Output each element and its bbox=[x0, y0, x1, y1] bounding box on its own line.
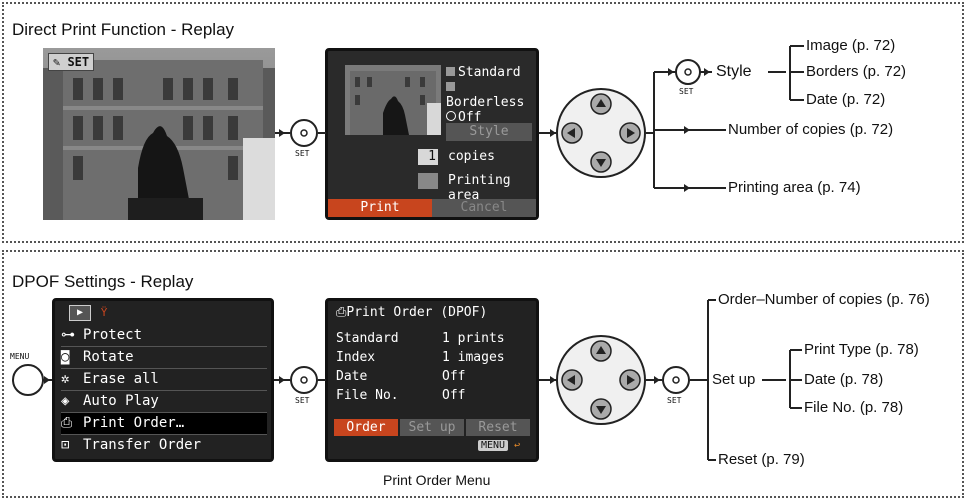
set-up-label: Set up bbox=[712, 371, 756, 388]
print-type-label: Print Type (p. 78) bbox=[804, 341, 919, 358]
dpad-icon bbox=[556, 335, 646, 425]
print-thumbnail bbox=[345, 65, 441, 135]
set-caption: SET bbox=[295, 396, 310, 405]
order-row: File No.Off bbox=[336, 388, 466, 403]
clock-icon bbox=[446, 111, 456, 121]
reset-button[interactable]: Reset bbox=[466, 419, 530, 436]
menu-item-erase-all[interactable]: ✲Erase all bbox=[61, 369, 267, 391]
set-caption: SET bbox=[295, 149, 310, 158]
replay-menu-screen: ▶ Ϋ ⊶Protect ◙Rotate ✲Erase all ◈Auto Pl… bbox=[52, 298, 274, 462]
style-item-date-off[interactable]: Off bbox=[446, 110, 536, 125]
menu-item-rotate[interactable]: ◙Rotate bbox=[61, 347, 267, 369]
print-order-title: Print Order (DPOF) bbox=[346, 305, 488, 320]
file-no-label: File No. (p. 78) bbox=[804, 399, 904, 416]
order-copies-label: Order–Number of copies (p. 76) bbox=[718, 291, 930, 308]
set-badge: ✎ SET bbox=[48, 53, 95, 71]
menu-item-transfer-order[interactable]: ⊡Transfer Order bbox=[61, 435, 267, 456]
print-order-menu-caption: Print Order Menu bbox=[383, 472, 491, 488]
copies-field[interactable]: 1 bbox=[418, 149, 438, 165]
order-button[interactable]: Order bbox=[334, 419, 398, 436]
borders-label: Borders (p. 72) bbox=[806, 63, 907, 80]
print-button[interactable]: Print bbox=[328, 199, 432, 217]
dpof-section bbox=[2, 250, 964, 498]
style-label: Style bbox=[716, 63, 752, 80]
date-label: Date (p. 72) bbox=[806, 91, 886, 108]
replay-tab-icon[interactable]: ▶ bbox=[69, 305, 91, 321]
set-button-icon bbox=[290, 119, 318, 147]
erase-icon: ✲ bbox=[61, 371, 70, 387]
set-caption: SET bbox=[667, 396, 682, 405]
cancel-button[interactable]: Cancel bbox=[432, 199, 536, 217]
printer-icon: ⎙ bbox=[336, 305, 347, 320]
print-settings-screen: Standard Borderless Off Style 1 copies P… bbox=[325, 48, 539, 220]
style-item-borderless[interactable]: Borderless bbox=[446, 80, 536, 110]
replay-photo: ✎ SET bbox=[43, 48, 275, 220]
direct-print-section bbox=[2, 2, 964, 243]
printing-area-link: Printing area (p. 74) bbox=[728, 179, 861, 196]
tools-tab-icon[interactable]: Ϋ bbox=[100, 306, 108, 319]
style-button[interactable]: Style bbox=[446, 123, 532, 141]
set-button-icon bbox=[675, 59, 701, 85]
set-button-icon bbox=[290, 366, 318, 394]
reset-label: Reset (p. 79) bbox=[718, 451, 805, 468]
set-button-icon bbox=[662, 366, 690, 394]
dpad-icon bbox=[556, 88, 646, 178]
direct-print-title: Direct Print Function - Replay bbox=[12, 20, 235, 39]
image-label: Image (p. 72) bbox=[806, 37, 896, 54]
set-up-button[interactable]: Set up bbox=[400, 419, 464, 436]
rotate-icon: ◙ bbox=[61, 349, 70, 365]
auto-play-icon: ◈ bbox=[61, 393, 70, 409]
style-item-standard[interactable]: Standard bbox=[446, 65, 536, 80]
number-of-copies-label: Number of copies (p. 72) bbox=[728, 121, 894, 138]
menu-item-protect[interactable]: ⊶Protect bbox=[61, 325, 267, 347]
key-icon: ⊶ bbox=[61, 327, 75, 343]
printing-area-icon bbox=[418, 173, 438, 189]
back-icon: ↩ bbox=[514, 440, 521, 451]
menu-item-print-order[interactable]: ⎙Print Order… bbox=[61, 413, 267, 435]
set-caption: SET bbox=[679, 87, 694, 96]
transfer-icon: ⊡ bbox=[61, 437, 70, 453]
copies-label: copies bbox=[448, 149, 495, 164]
dpof-title: DPOF Settings - Replay bbox=[12, 272, 194, 291]
menu-back-badge[interactable]: MENU ↩ bbox=[478, 440, 520, 451]
menu-caption: MENU bbox=[10, 352, 30, 361]
printer-icon: ⎙ bbox=[61, 415, 73, 431]
menu-item-auto-play[interactable]: ◈Auto Play bbox=[61, 391, 267, 413]
menu-button-icon bbox=[12, 364, 44, 396]
date-setting-label: Date (p. 78) bbox=[804, 371, 884, 388]
